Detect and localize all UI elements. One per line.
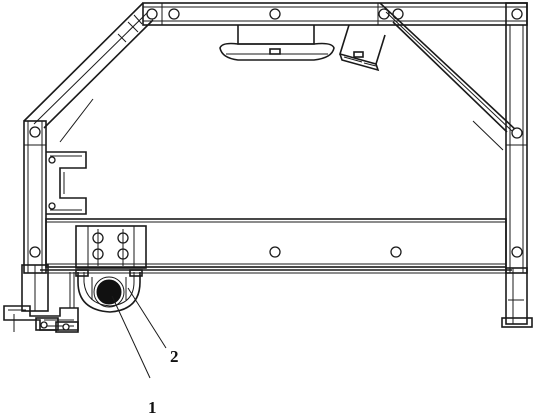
right-diagonal-brace — [379, 2, 518, 151]
tilted-instrument-box — [338, 24, 386, 72]
leader-line-2 — [127, 287, 167, 349]
left-c-bracket — [46, 151, 87, 215]
left-diagonal-brace — [23, 2, 154, 143]
leader-line-1 — [111, 295, 151, 379]
top-beam — [142, 2, 528, 26]
tube-clamp-assembly — [75, 269, 143, 313]
right-post — [501, 2, 533, 328]
top-lamp-handle — [219, 25, 335, 61]
left-post — [21, 120, 49, 312]
middle-beam — [40, 218, 512, 274]
callout-label-2: 2 — [170, 347, 179, 366]
tube-item-1 — [96, 279, 122, 305]
callout-leaders — [111, 287, 167, 379]
clamp-bracket — [75, 225, 147, 269]
callout-label-1: 1 — [148, 398, 157, 415]
lower-left-foot — [3, 272, 79, 333]
